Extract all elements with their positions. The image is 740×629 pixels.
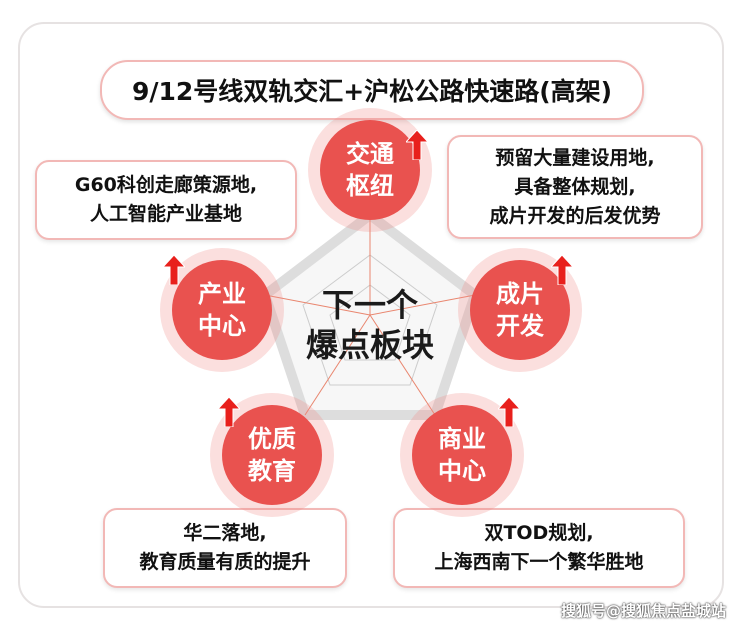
node-transport: 交通枢纽 (320, 120, 420, 220)
up-arrow-icon (218, 397, 240, 427)
node-label: 产业 (198, 280, 246, 308)
center-line: 爆点板块 (305, 326, 434, 364)
node-label: 商业 (438, 425, 486, 453)
radar-pentagon (260, 210, 480, 420)
center-title: 下一个 爆点板块 (285, 285, 455, 365)
node-industry: 产业中心 (172, 260, 272, 360)
node-label: 枢纽 (346, 172, 394, 200)
node-label: 优质 (248, 425, 296, 453)
watermark: 搜狐号@搜狐焦点盐城站 (560, 602, 726, 620)
callout-line: 成片开发的后发优势 (489, 204, 661, 227)
callout-line: 华二落地, (183, 522, 267, 544)
callout-line: 双TOD规划, (484, 522, 594, 544)
commerce-callout: 双TOD规划, 上海西南下一个繁华胜地 (393, 508, 685, 588)
callout-line: 人工智能产业基地 (89, 203, 242, 225)
node-label: 开发 (496, 312, 544, 340)
callout-line: 上海西南下一个繁华胜地 (434, 551, 644, 573)
title-text: 9/12号线双轨交汇+沪松公路快速路(高架) (131, 77, 613, 106)
callout-line: 具备整体规划, (514, 175, 636, 198)
industry-callout: G60科创走廊策源地, 人工智能产业基地 (35, 160, 297, 240)
node-label: 中心 (438, 457, 486, 485)
callout-line: G60科创走廊策源地, (74, 174, 258, 196)
node-label: 成片 (496, 280, 544, 308)
education-callout: 华二落地, 教育质量有质的提升 (103, 508, 347, 588)
up-arrow-icon (406, 130, 428, 160)
node-label: 教育 (248, 457, 296, 485)
callout-line: 预留大量建设用地, (495, 146, 655, 169)
node-education: 优质教育 (222, 405, 322, 505)
node-development: 成片开发 (470, 260, 570, 360)
center-line: 下一个 (321, 286, 418, 324)
up-arrow-icon (163, 255, 185, 285)
node-label: 交通 (346, 140, 394, 168)
up-arrow-icon (498, 397, 520, 427)
node-commerce: 商业中心 (412, 405, 512, 505)
title-banner: 9/12号线双轨交汇+沪松公路快速路(高架) (100, 60, 644, 120)
callout-line: 教育质量有质的提升 (139, 551, 311, 573)
development-callout: 预留大量建设用地, 具备整体规划, 成片开发的后发优势 (447, 135, 703, 239)
up-arrow-icon (551, 255, 573, 285)
node-label: 中心 (198, 312, 246, 340)
